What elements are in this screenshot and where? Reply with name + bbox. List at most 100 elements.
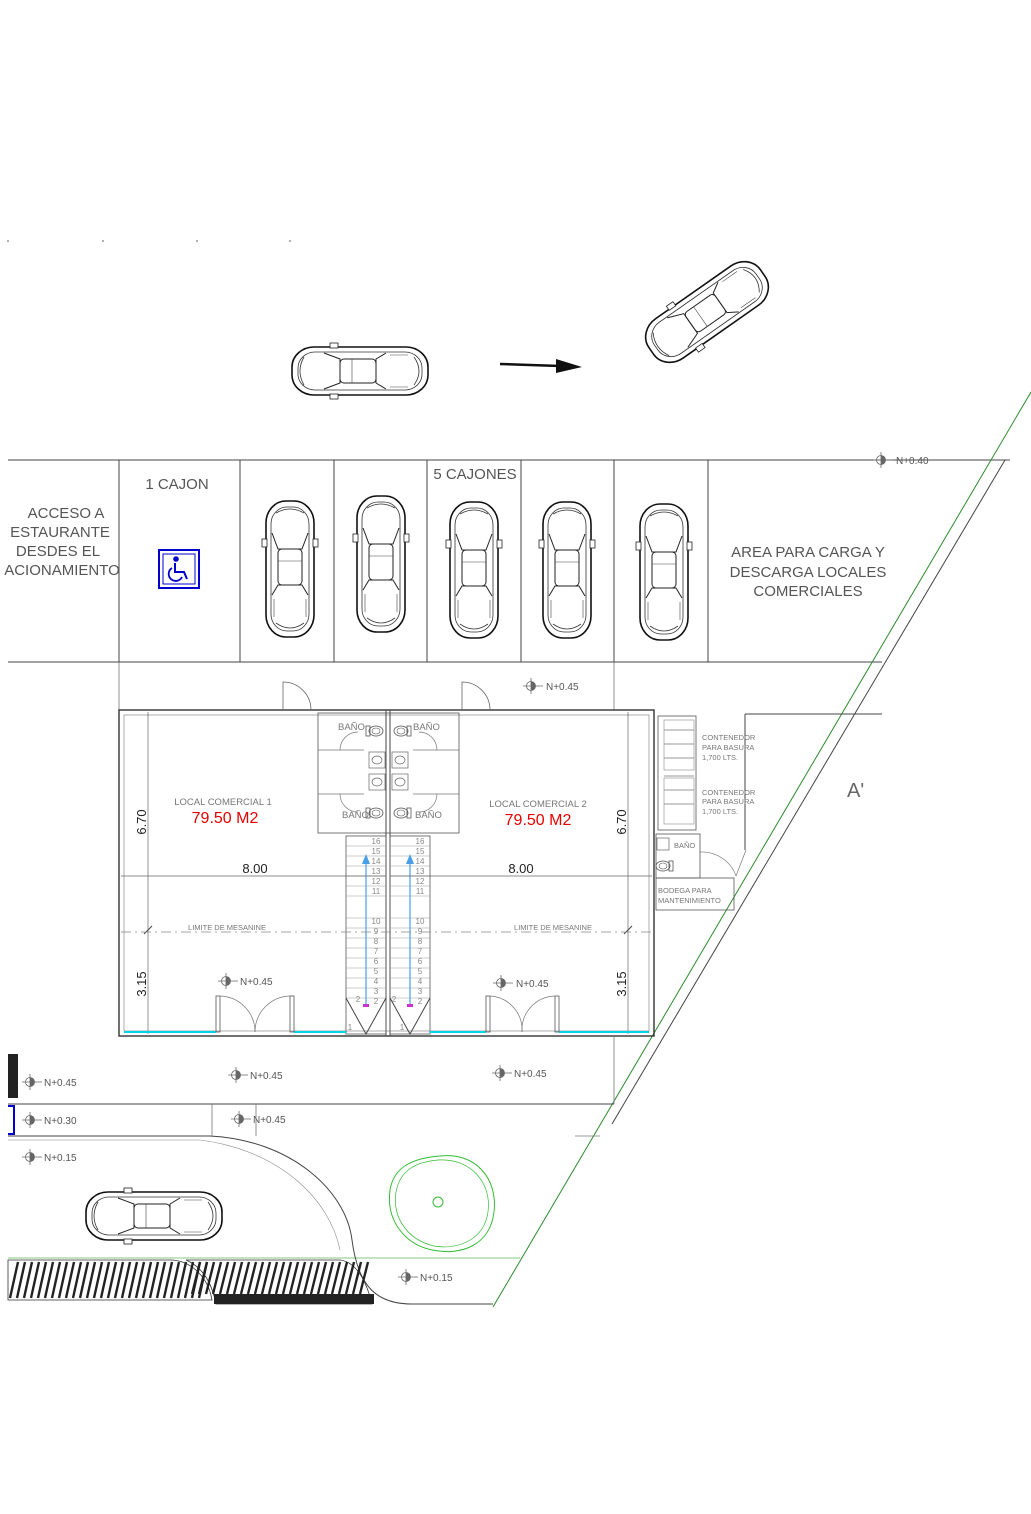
- stair-step-number: 8: [374, 937, 379, 946]
- hatch-stripe: [99, 1261, 111, 1299]
- hatch-stripe: [246, 1261, 258, 1295]
- contenedor-2-line3: 1,700 LTS.: [702, 807, 738, 816]
- stair-step-number: 1: [348, 1023, 353, 1032]
- level-marker-icon: [21, 1073, 43, 1091]
- hatch-stripe: [316, 1261, 328, 1295]
- label-carga-3: COMERCIALES: [753, 583, 862, 600]
- stair-step-number: 1: [400, 1023, 405, 1032]
- dim-width-left: 8.00: [242, 861, 267, 876]
- hatch-stripe: [176, 1261, 188, 1299]
- level-n040: N+0.40: [896, 456, 929, 467]
- label-bano-4: BAÑO: [415, 810, 442, 821]
- car-icon: [291, 342, 429, 400]
- local-2-name: LOCAL COMERCIAL 2: [489, 799, 587, 810]
- car-icon: [445, 501, 503, 639]
- hatch-stripe: [50, 1261, 62, 1299]
- building-outline: [118, 681, 655, 1037]
- hatch-stripe: [337, 1261, 349, 1295]
- local-1-area: 79.50 M2: [192, 810, 259, 827]
- level-marker-icon: [491, 1064, 513, 1082]
- dimension-lines: [121, 712, 652, 1034]
- hatch-stripe: [57, 1261, 69, 1299]
- stair-step-number: 7: [418, 947, 423, 956]
- level-n045-yard-2: N+0.45: [250, 1071, 283, 1082]
- hatch-stripe: [211, 1261, 223, 1295]
- hatch-stripe: [113, 1261, 125, 1299]
- dim-depth-back-right: 3.15: [614, 971, 629, 996]
- service-zone: [655, 713, 882, 911]
- car-icon: [635, 503, 693, 641]
- label-acceso-1: ACCESO A: [28, 505, 105, 522]
- level-n045-local2: N+0.45: [516, 979, 549, 990]
- level-marker-icon: [872, 451, 894, 469]
- stair-step-number: 13: [416, 867, 425, 876]
- stair-step-number: 2: [392, 995, 397, 1004]
- rear-facade: [124, 995, 649, 1033]
- level-n045-local1: N+0.45: [240, 977, 273, 988]
- label-bano-2: BAÑO: [413, 722, 440, 733]
- label-bano-service: BAÑO: [674, 841, 695, 850]
- contenedor-1-line2: PARA BASURA: [702, 743, 754, 752]
- stair-step-number: 4: [374, 977, 379, 986]
- hatch-stripe: [225, 1261, 237, 1295]
- hatch-stripe: [85, 1261, 97, 1299]
- stair-step-number: 6: [374, 957, 379, 966]
- hatch-stripe: [323, 1261, 335, 1295]
- dim-depth-front-right: 6.70: [614, 809, 629, 834]
- wheelchair-icon: [158, 549, 200, 589]
- stair-step-number: 7: [374, 947, 379, 956]
- contenedor-2-line1: CONTENEDOR: [702, 788, 756, 797]
- label-acceso-3: DESDES EL: [16, 543, 100, 560]
- stair-step-number: 15: [416, 847, 425, 856]
- stair-step-number: 2: [374, 997, 379, 1006]
- stair-step-number: 12: [416, 877, 425, 886]
- stair-step-number: 2: [356, 995, 361, 1004]
- hatch-stripe: [302, 1261, 314, 1295]
- stair-step-number: 8: [418, 937, 423, 946]
- contenedor-2-line2: PARA BASURA: [702, 797, 754, 806]
- hatch-stripe: [162, 1261, 174, 1299]
- hatch-stripe: [22, 1261, 34, 1299]
- hatch-stripe: [127, 1261, 139, 1299]
- hatch-stripe: [267, 1261, 279, 1295]
- label-5-cajones: 5 CAJONES: [433, 466, 516, 483]
- label-mesanine-2: LIMITE DE MESANINE: [514, 923, 592, 932]
- hatch-stripe: [183, 1261, 195, 1299]
- reference-dots: [7, 240, 291, 242]
- hatch-stripe: [92, 1261, 104, 1299]
- dim-depth-back-left: 3.15: [134, 971, 149, 996]
- hatch-stripe: [155, 1261, 167, 1299]
- level-n045-front: N+0.45: [546, 682, 579, 693]
- car-icon: [261, 500, 319, 638]
- hatch-stripe: [288, 1261, 300, 1295]
- stair-step-number: 3: [374, 987, 379, 996]
- level-n045-yard-1: N+0.45: [44, 1078, 77, 1089]
- hatch-stripe: [120, 1261, 132, 1299]
- hatch-stripe: [232, 1261, 244, 1295]
- local-1-name: LOCAL COMERCIAL 1: [174, 797, 272, 808]
- dim-width-right: 8.00: [508, 861, 533, 876]
- hatch-stripe: [358, 1261, 370, 1295]
- level-n045-yard-4: N+0.45: [253, 1115, 286, 1126]
- label-carga-2: DESCARGA LOCALES: [730, 564, 887, 581]
- hatch-stripe: [36, 1261, 48, 1299]
- contenedor-1-line3: 1,700 LTS.: [702, 753, 738, 762]
- arrow-icon: [499, 359, 582, 373]
- level-marker-icon: [492, 974, 514, 992]
- stair-step-number: 5: [374, 967, 379, 976]
- hatch-stripe: [43, 1261, 55, 1299]
- hatched-curb: [7, 1259, 374, 1305]
- level-marker-icon: [230, 1110, 252, 1128]
- parking-area: [8, 459, 1010, 663]
- hatch-stripe: [29, 1261, 41, 1299]
- label-acceso-4: ACIONAMIENTO: [4, 562, 120, 579]
- stair-step-number: 9: [418, 927, 423, 936]
- stair-step-number: 11: [416, 887, 425, 896]
- hatch-stripe: [295, 1261, 307, 1295]
- hatch-stripe: [274, 1261, 286, 1295]
- level-marker-icon: [397, 1268, 419, 1286]
- hatch-stripe: [78, 1261, 90, 1299]
- tree-icon: [388, 1155, 495, 1253]
- hatch-stripe: [344, 1261, 356, 1295]
